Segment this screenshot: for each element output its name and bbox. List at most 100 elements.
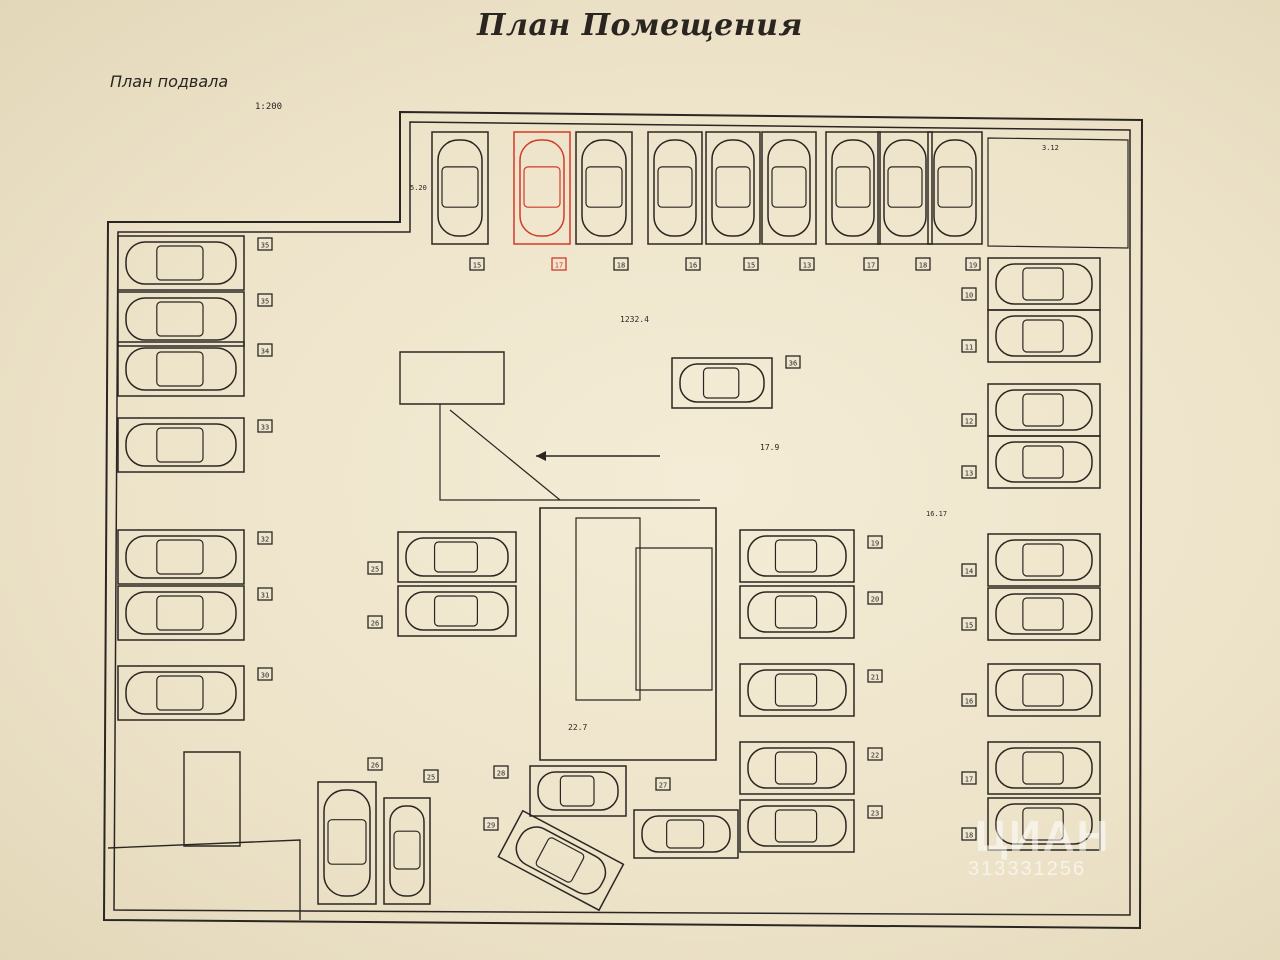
spot-number: 34: [257, 343, 273, 357]
parking-spot: [739, 741, 855, 795]
spot-number: 20: [867, 591, 883, 605]
parking-spot: [987, 533, 1101, 587]
svg-text:34: 34: [261, 348, 269, 356]
spot-number: 22: [867, 747, 883, 761]
parking-spot: [825, 131, 881, 245]
parking-spot: [987, 435, 1101, 489]
spot-number: 13: [799, 257, 815, 271]
scale-note: 1:200: [255, 102, 283, 112]
spot-number: 16: [685, 257, 701, 271]
svg-text:10: 10: [965, 292, 973, 300]
outer-wall: [102, 110, 1144, 930]
svg-text:12: 12: [965, 418, 973, 426]
area-label: 17.9: [760, 443, 779, 452]
dimension-label: 5.20: [410, 184, 427, 192]
parking-spot: [705, 131, 761, 245]
stair-room-bottom: [183, 751, 241, 847]
watermark-id: 313331256: [968, 858, 1087, 880]
spot-number: 18: [613, 257, 629, 271]
svg-text:15: 15: [473, 262, 481, 270]
svg-text:32: 32: [261, 536, 269, 544]
parking-spot: [633, 809, 739, 859]
spot-number: 23: [867, 805, 883, 819]
parking-spot: [739, 663, 855, 717]
svg-text:36: 36: [789, 360, 797, 368]
spot-number: 10: [961, 287, 977, 301]
spot-number: 17: [961, 771, 977, 785]
parking-spot-angled: [497, 809, 625, 912]
parking-spot: [117, 529, 245, 585]
svg-text:29: 29: [487, 822, 495, 830]
spot-number: 27: [655, 777, 671, 791]
spot-number: 32: [257, 531, 273, 545]
parking-spot: [987, 741, 1101, 795]
svg-text:13: 13: [965, 470, 973, 478]
spot-number: 35: [257, 293, 273, 307]
svg-text:22: 22: [871, 752, 879, 760]
spot-number: 26: [367, 615, 383, 629]
svg-text:25: 25: [371, 566, 379, 574]
storage-room: [987, 137, 1129, 249]
dimension-label: 3.12: [1042, 144, 1059, 152]
svg-text:15: 15: [965, 622, 973, 630]
spot-number: 19: [965, 257, 981, 271]
svg-text:18: 18: [617, 262, 625, 270]
lift-block: [635, 547, 713, 691]
svg-text:23: 23: [871, 810, 879, 818]
dimension-label: 16.17: [926, 510, 947, 518]
parking-spot: [987, 309, 1101, 363]
svg-text:17: 17: [965, 776, 973, 784]
spot-number: 17: [863, 257, 879, 271]
parking-spot: [317, 781, 377, 905]
svg-text:19: 19: [969, 262, 977, 270]
svg-text:35: 35: [261, 298, 269, 306]
parking-spot: [431, 131, 489, 245]
spot-number: 12: [961, 413, 977, 427]
ramp: [399, 351, 505, 405]
core-block: [539, 507, 717, 761]
parking-spot: [739, 799, 855, 853]
svg-text:13: 13: [803, 262, 811, 270]
parking-spot: [117, 341, 245, 397]
page-title: План Помещения: [477, 8, 803, 43]
svg-text:26: 26: [371, 762, 379, 770]
spot-number: 25: [367, 561, 383, 575]
spot-number: 33: [257, 419, 273, 433]
parking-spot: [739, 529, 855, 583]
parking-spot: [397, 585, 517, 637]
parking-spot: [117, 665, 245, 721]
arrow-head: [536, 451, 546, 461]
parking-spot: [987, 797, 1101, 851]
parking-spot: [761, 131, 817, 245]
floor-label: План подвала: [110, 72, 229, 91]
spot-number: 11: [961, 339, 977, 353]
spot-number: 35: [257, 237, 273, 251]
area-label: 22.7: [568, 723, 587, 732]
parking-spots: [117, 131, 1101, 912]
svg-text:11: 11: [965, 344, 973, 352]
parking-spot: [987, 257, 1101, 311]
bottom-left-room: [107, 839, 301, 920]
spot-number: 15: [743, 257, 759, 271]
parking-spot: [671, 357, 773, 409]
parking-spot: [987, 663, 1101, 717]
spot-number: 26: [367, 757, 383, 771]
svg-text:17: 17: [555, 262, 563, 270]
watermark-brand: ЦИАН: [975, 812, 1111, 861]
spot-number: 17: [551, 257, 567, 271]
parking-spot: [397, 531, 517, 583]
stair-block: [575, 517, 641, 701]
parking-spot: [117, 235, 245, 291]
highlighted-spot: [513, 131, 571, 245]
spot-number: 13: [961, 465, 977, 479]
spot-number: 15: [469, 257, 485, 271]
walls: [102, 110, 1144, 930]
parking-spot: [117, 291, 245, 347]
parking-spot: [877, 131, 933, 245]
svg-text:30: 30: [261, 672, 269, 680]
spot-number: 28: [493, 765, 509, 779]
spot-number: 21: [867, 669, 883, 683]
